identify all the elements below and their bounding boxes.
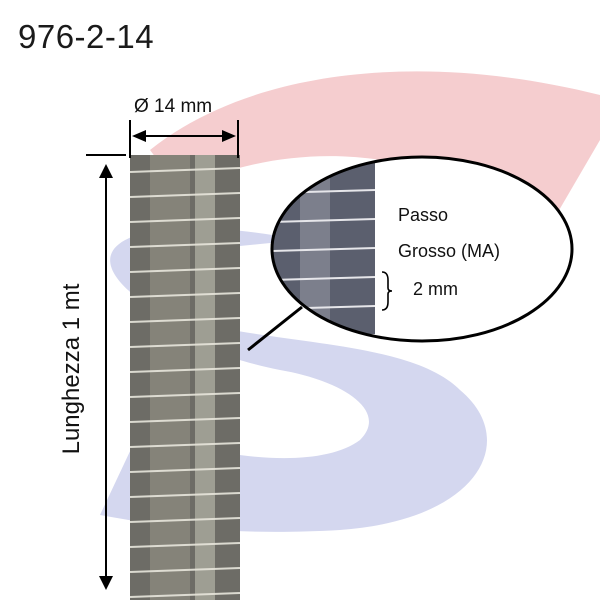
logo-red-swoosh bbox=[150, 71, 600, 260]
callout-line2: Grosso (MA) bbox=[398, 241, 501, 261]
callout-line1: Passo bbox=[398, 205, 449, 225]
pitch-brace bbox=[381, 271, 393, 311]
diameter-label: Ø 14 mm bbox=[134, 96, 213, 117]
length-dimension bbox=[99, 164, 113, 590]
threaded-rod-image bbox=[129, 155, 241, 600]
length-label: Lunghezza 1 mt bbox=[58, 283, 85, 455]
diameter-dimension bbox=[86, 120, 239, 158]
product-code: 976-2-14 bbox=[18, 18, 155, 55]
pitch-label: 2 mm bbox=[413, 279, 458, 299]
